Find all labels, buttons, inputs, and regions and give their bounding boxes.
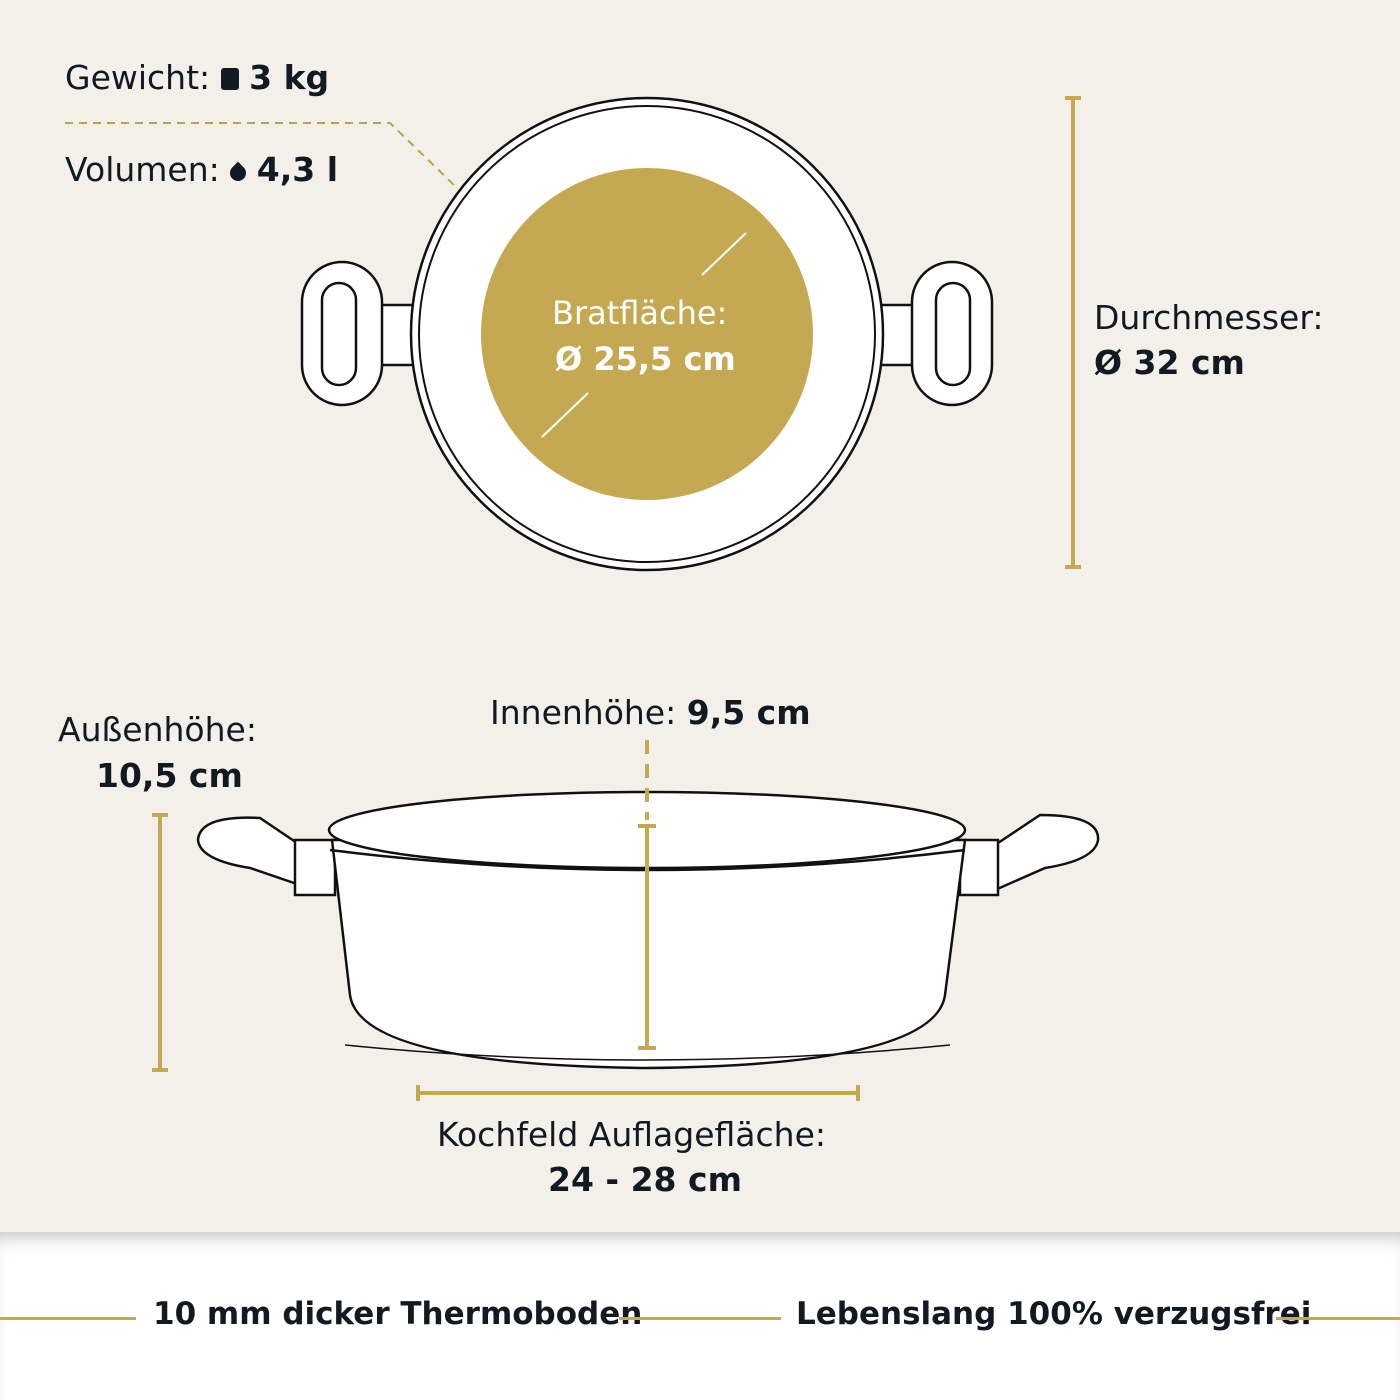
divider-line [1276, 1317, 1400, 1320]
inner-height-spec: Innenhöhe: 9,5 cm [490, 693, 811, 732]
weight-label: Gewicht: [65, 58, 211, 97]
inner-height-label: Innenhöhe: [490, 693, 677, 732]
side-view-pan [196, 790, 1100, 1070]
diameter-label: Durchmesser: [1094, 298, 1324, 337]
frying-surface-label: Bratfläche: [552, 294, 728, 332]
outer-height-label: Außenhöhe: [58, 710, 257, 749]
volume-label: Volumen: [65, 150, 220, 189]
top-view-handle-right [873, 260, 994, 407]
hob-surface-value: 24 - 28 cm [548, 1160, 742, 1199]
outer-height-value: 10,5 cm [96, 756, 243, 795]
divider-line [0, 1317, 136, 1320]
volume-spec: Volumen: 4,3 l [65, 150, 338, 189]
feature-thermo-base: 10 mm dicker Thermoboden [153, 1296, 643, 1332]
frying-surface-disc [481, 168, 813, 500]
divider-line [619, 1317, 781, 1320]
leader-line [65, 122, 456, 187]
inner-height-value: 9,5 cm [686, 693, 811, 732]
hob-surface-dimension [416, 1085, 860, 1101]
drop-icon [226, 161, 250, 185]
diameter-dimension [1065, 96, 1081, 569]
pan-drawings [65, 96, 1100, 1101]
volume-value: 4,3 l [256, 150, 339, 189]
diameter-value: Ø 32 cm [1094, 343, 1245, 382]
feature-warp-free: Lebenslang 100% verzugsfrei [796, 1296, 1312, 1332]
hob-surface-label: Kochfeld Auflagefläche: [437, 1115, 827, 1154]
inner-height-dimension [638, 740, 656, 1050]
feature-band [0, 1232, 1400, 1400]
frying-surface-value: Ø 25,5 cm [555, 340, 736, 378]
weight-spec: Gewicht: 3 kg [65, 58, 329, 97]
weight-icon [220, 68, 239, 90]
top-view-handle-left [300, 260, 422, 407]
outer-height-dimension [152, 813, 168, 1072]
weight-value: 3 kg [249, 58, 330, 97]
